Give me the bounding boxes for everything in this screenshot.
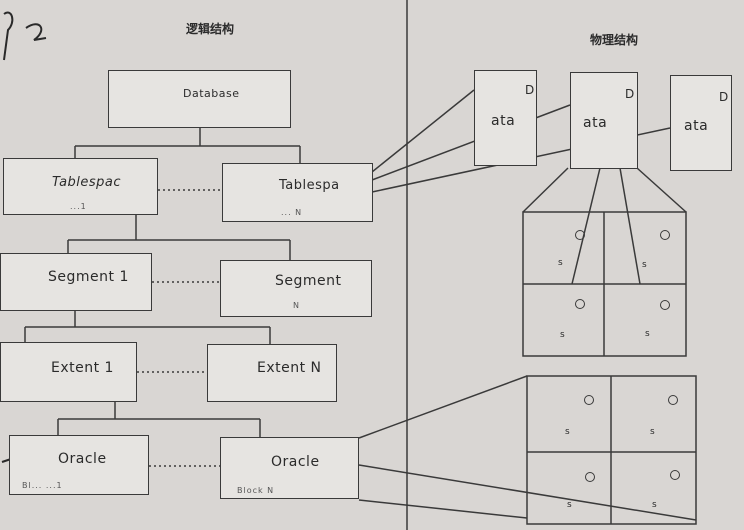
tablespace-1-label: Tablespac — [52, 175, 122, 190]
block-1-sub: Bl... ...1 — [22, 481, 63, 490]
lower-cell-1-circle — [584, 395, 594, 405]
upper-cell-2-letter: s — [642, 260, 647, 270]
upper-cell-3-circle — [575, 299, 585, 309]
lower-cell-4-circle — [670, 470, 680, 480]
tablespace-1-box: Tablespac ...1 — [3, 158, 158, 215]
lower-cell-1-letter: s — [565, 427, 570, 437]
database-box: Database — [108, 70, 291, 128]
upper-cell-4-letter: s — [645, 329, 650, 339]
extent-1-label: Extent 1 — [51, 360, 114, 376]
datafile-3-label: ata — [684, 118, 709, 134]
upper-cell-4-circle — [660, 300, 670, 310]
datafile-1-corner: D — [525, 83, 535, 97]
datafile-3-box: D ata — [670, 75, 732, 171]
datafile-2-corner: D — [625, 87, 635, 101]
lower-cell-2-circle — [668, 395, 678, 405]
upper-cell-2-circle — [660, 230, 670, 240]
segment-n-sub: N — [293, 301, 300, 310]
upper-cell-1-letter: s — [558, 258, 563, 268]
lower-cell-4-letter: s — [652, 500, 657, 510]
segment-n-label: Segment — [275, 273, 342, 289]
block-1-label: Oracle — [58, 451, 107, 467]
datafile-1-box: D ata — [474, 70, 537, 166]
segment-n-box: Segment N — [220, 260, 372, 317]
datafile-2-box: D ata — [570, 72, 638, 169]
datafile-1-label: ata — [491, 113, 516, 129]
extent-n-box: Extent N — [207, 344, 337, 402]
lower-cell-2-letter: s — [650, 427, 655, 437]
lower-cell-3-letter: s — [567, 500, 572, 510]
upper-cell-1-circle — [575, 230, 585, 240]
physical-structure-heading: 物理结构 — [590, 33, 639, 47]
tablespace-n-sub: ... N — [281, 208, 303, 217]
handwritten-scribble — [1, 11, 47, 479]
block-n-label: Oracle — [271, 454, 320, 470]
extent-n-label: Extent N — [257, 360, 322, 376]
extent-1-box: Extent 1 — [0, 342, 137, 402]
segment-1-box: Segment 1 — [0, 253, 152, 311]
datafile-2-label: ata — [583, 115, 608, 131]
tablespace-n-label: Tablespa — [279, 178, 340, 193]
lower-cell-3-circle — [585, 472, 595, 482]
block-n-sub: Block N — [237, 486, 275, 495]
block-n-box: Oracle Block N — [220, 437, 359, 499]
tablespace-1-sub: ...1 — [70, 202, 87, 211]
block-1-box: Oracle Bl... ...1 — [9, 435, 149, 495]
upper-cell-3-letter: s — [560, 330, 565, 340]
logical-structure-heading: 逻辑结构 — [186, 22, 235, 36]
datafile-3-corner: D — [719, 90, 729, 104]
segment-1-label: Segment 1 — [48, 269, 129, 285]
database-label: Database — [183, 87, 240, 100]
tablespace-n-box: Tablespa ... N — [222, 163, 373, 222]
